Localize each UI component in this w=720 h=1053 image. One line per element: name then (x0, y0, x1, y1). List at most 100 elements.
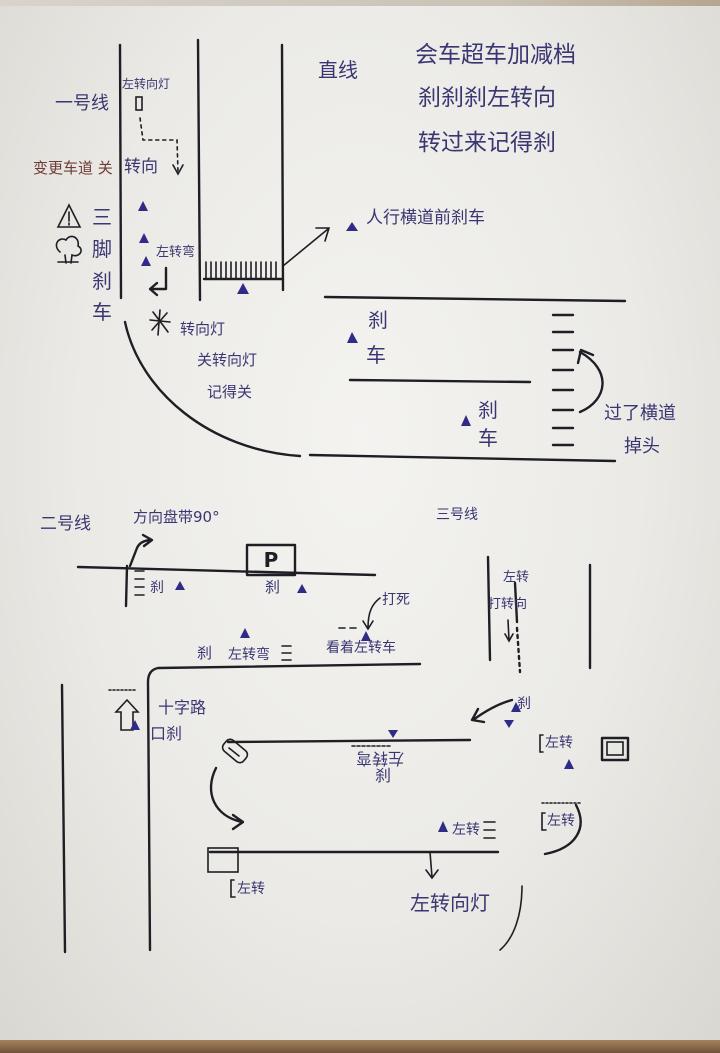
parking-sign: P (263, 548, 279, 572)
u-turn-arrow (576, 348, 604, 414)
route3-left-turn-bracket: 左转 (547, 813, 575, 829)
signal-note-3: 记得关 (207, 383, 253, 401)
brake-b-2: 车 (478, 426, 498, 450)
triangle-marker-icon (141, 256, 151, 266)
paper-top-edge (0, 0, 720, 6)
route3-left-turn-bottom: 左转 (237, 881, 265, 897)
stop-line-marks (483, 821, 496, 839)
crosswalk-stripes-top (205, 261, 277, 279)
road-line-left (118, 43, 123, 300)
route3-roads (470, 555, 630, 951)
signal-curve (499, 885, 523, 951)
route1-icons (55, 201, 471, 426)
triangle-marker-icon (461, 415, 471, 426)
small-down-arrow (504, 619, 514, 643)
warning-triangle-icon (56, 203, 82, 228)
three-pedal-brake-1: 三 (92, 205, 112, 229)
crosswalk-callout-arrow (282, 227, 331, 267)
down-arrow (425, 851, 439, 880)
crosswalk-stripes-right (551, 313, 575, 447)
route2-title: 二号线 (40, 514, 91, 534)
route3-signal-top: 打转向 (488, 597, 528, 612)
brake-left-label: 刹 (150, 580, 164, 596)
triangle-marker-icon (564, 759, 574, 769)
corner-curve-right (543, 803, 582, 856)
three-pedal-brake-4: 车 (92, 300, 112, 324)
left-signal-label: 左转向灯 (122, 77, 171, 91)
route3-left-turn-box: 左转 (545, 735, 573, 751)
road-line-r1 (486, 555, 492, 662)
signal-note-1: 转向灯 (180, 320, 226, 338)
u-turn-label-1: 过了横道 (604, 403, 676, 424)
three-pedal-brake-2: 脚 (92, 237, 112, 261)
road-line-r2-dotted (515, 626, 522, 674)
signal-note-2: 关转向灯 (197, 351, 258, 369)
triangle-marker-icon (237, 283, 249, 294)
label-bracket (539, 734, 544, 753)
road-line-center (348, 378, 532, 384)
watch-left-cars-label: 看着左转车 (326, 640, 396, 656)
brake-b-1: 刹 (478, 398, 498, 422)
route2-roads (60, 533, 500, 954)
triangle-marker-icon (346, 222, 358, 231)
brake-before-turn: 刹 (197, 644, 213, 662)
road-line-right (280, 43, 285, 292)
sign-box (600, 736, 630, 762)
table-edge (0, 1040, 720, 1053)
tip-2: 刹刹刹左转向 (418, 85, 556, 111)
route1-title: 一号线 (55, 93, 109, 114)
route3-left-signal: 左转向灯 (410, 891, 490, 915)
intersection-label-2: 口刹 (150, 724, 183, 743)
road-line-top (76, 565, 377, 577)
road-line-mid (226, 738, 472, 744)
left-turn-label: 左转弯 (156, 245, 196, 260)
route3-brake-right: 刹 (517, 696, 531, 712)
tree-icon (55, 235, 82, 264)
road-line-r2 (513, 581, 519, 624)
steering-label: 方向盘带90° (133, 508, 220, 526)
stop-hatch (134, 570, 145, 596)
triangle-marker-icon (130, 720, 140, 730)
star-icon (149, 309, 171, 336)
route1-roads (118, 38, 627, 463)
turn-arrow-icon (148, 266, 168, 297)
turn-word-label: 转向 (124, 157, 158, 177)
road-corner (146, 662, 422, 952)
triangle-marker-icon (347, 332, 358, 343)
intersection-label-1: 十字路 (158, 698, 207, 717)
parking-box (245, 543, 297, 577)
route3-left-turn-center: 左转 (452, 822, 480, 838)
route3-left-turn-top: 左转 (503, 570, 530, 585)
route3-title: 三号线 (436, 507, 478, 523)
road-line-upper (323, 295, 627, 303)
triangle-marker-icon (511, 702, 521, 712)
label-bracket (230, 879, 236, 898)
crosswalk-brake-label: 人行横道前刹车 (366, 208, 485, 228)
route3-left-turn-mid: 左转弯 (356, 749, 405, 768)
triangle-marker-icon (504, 720, 514, 728)
brake-a-2: 车 (366, 343, 386, 367)
triangle-marker-icon (438, 821, 448, 832)
triangle-marker-icon (175, 581, 185, 590)
full-lock-label: 打死 (382, 592, 410, 608)
lane-change-off-label: 变更车道 关 (33, 159, 113, 177)
route2-left-turn: 左转弯 (228, 647, 270, 663)
turn-arrow-icon (470, 698, 514, 724)
triangle-marker-icon (388, 730, 398, 738)
label-bracket (541, 812, 547, 831)
brake-a-1: 刹 (368, 308, 388, 332)
full-lock-arrow (362, 597, 381, 631)
start-marker-box (135, 96, 143, 111)
tip-1: 会车超车加减档 (415, 42, 576, 68)
road-line-far-left (60, 683, 67, 954)
lane-change-arrowhead (172, 164, 184, 176)
route2-3-markers (130, 581, 574, 832)
triangle-marker-icon (240, 628, 250, 638)
corner-curve (123, 320, 302, 458)
road-line-lower (308, 453, 617, 463)
brake-near-parking: 刹 (265, 578, 281, 596)
car-icon (221, 738, 249, 764)
up-arrow-icon (114, 698, 140, 731)
triangle-marker-icon (139, 233, 149, 243)
